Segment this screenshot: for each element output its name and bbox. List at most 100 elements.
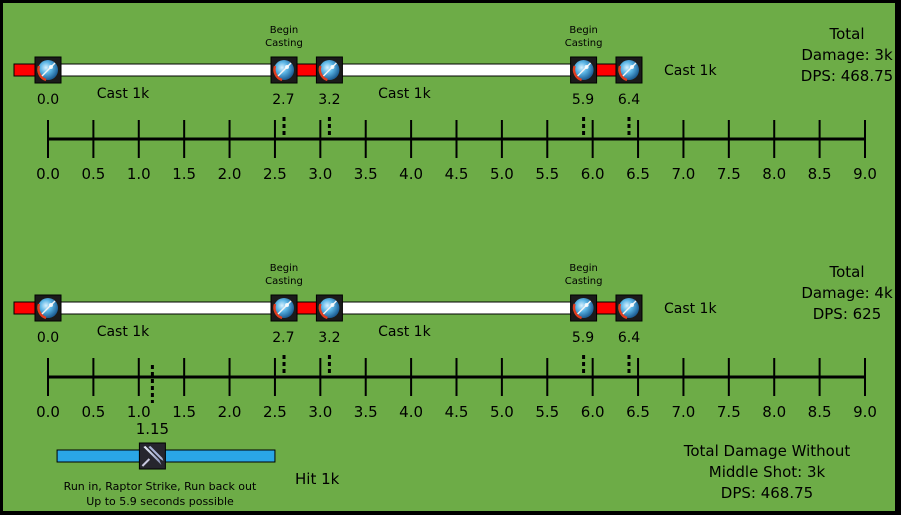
axis-tick-label: 7.0 xyxy=(672,165,696,183)
axis-tick-label: 3.5 xyxy=(354,403,378,421)
aimed-shot-icon xyxy=(270,294,298,322)
icon-arrow xyxy=(622,62,637,77)
icon-arrow xyxy=(277,300,292,315)
axis-tick-label: 7.5 xyxy=(717,165,741,183)
aimed-shot-icon xyxy=(615,294,643,322)
cast-label: Cast 1k xyxy=(664,63,717,79)
icon-arrow xyxy=(322,300,337,315)
axis-tick-label: 1.5 xyxy=(172,165,196,183)
axis-tick-label: 1.5 xyxy=(172,403,196,421)
begin-casting-label: Casting xyxy=(265,276,303,287)
icon-glint xyxy=(330,303,335,307)
cast-bar xyxy=(328,301,585,315)
raptor-marker-label: 1.15 xyxy=(136,420,169,438)
raptor-strike-icon xyxy=(138,442,166,470)
raptor-bar xyxy=(56,449,276,463)
begin-casting-label: Begin xyxy=(270,263,298,274)
cast-label: Cast 1k xyxy=(378,324,431,340)
summary-line: Damage: 3k xyxy=(801,46,893,64)
icon-bow xyxy=(37,65,47,82)
begin-casting-label: Begin xyxy=(270,25,298,36)
icon-glint xyxy=(629,303,634,307)
icon-blade xyxy=(143,446,162,465)
icon-bow xyxy=(318,303,328,320)
cast-label: Cast 1k xyxy=(97,324,150,340)
bottom-summary-line: Middle Shot: 3k xyxy=(709,463,826,481)
aimed-shot-icon xyxy=(570,294,598,322)
aimed-shot-icon xyxy=(315,294,343,322)
axis-tick-label: 0.5 xyxy=(81,403,105,421)
aimed-shot-icon xyxy=(615,56,643,84)
time-label: 2.7 xyxy=(272,92,294,108)
icon-bow xyxy=(273,303,283,320)
time-label: 5.9 xyxy=(572,92,594,108)
time-label: 2.7 xyxy=(272,330,294,346)
cast-bar xyxy=(47,301,285,315)
summary-line: Damage: 4k xyxy=(801,284,893,302)
axis-tick-label: 2.5 xyxy=(263,165,287,183)
icon-bow xyxy=(618,303,628,320)
axis-tick-label: 3.5 xyxy=(354,165,378,183)
icon-hilt xyxy=(141,458,151,467)
icon-arrow xyxy=(622,300,637,315)
aimed-shot-icon xyxy=(270,56,298,84)
cast-bar xyxy=(328,63,585,77)
icon-arrow xyxy=(577,300,592,315)
time-label: 6.4 xyxy=(618,330,640,346)
cast-label: Cast 1k xyxy=(664,301,717,317)
begin-casting-label: Begin xyxy=(569,25,597,36)
cast-label: Cast 1k xyxy=(378,86,431,102)
axis-tick-label: 7.5 xyxy=(717,403,741,421)
icon-arrow xyxy=(322,62,337,77)
axis-tick-label: 4.5 xyxy=(445,403,469,421)
icon-glint xyxy=(285,303,290,307)
axis-tick-label: 2.0 xyxy=(218,165,242,183)
axis-tick-label: 5.0 xyxy=(490,403,514,421)
axis-tick-label: 1.0 xyxy=(127,403,151,421)
icon-glint xyxy=(285,65,290,69)
background-panel xyxy=(3,3,895,511)
cast-label: Cast 1k xyxy=(97,86,150,102)
raptor-caption: Run in, Raptor Strike, Run back out xyxy=(64,480,257,493)
time-label: 6.4 xyxy=(618,92,640,108)
icon-glint xyxy=(584,65,589,69)
axis-tick-label: 5.5 xyxy=(535,403,559,421)
icon-bow xyxy=(37,303,47,320)
icon-glint xyxy=(629,65,634,69)
icon-glint xyxy=(584,303,589,307)
axis-tick-label: 4.0 xyxy=(399,403,423,421)
summary-line: Total xyxy=(828,25,864,43)
time-label: 0.0 xyxy=(37,92,59,108)
icon-bow xyxy=(572,65,583,82)
axis-tick-label: 0.0 xyxy=(36,165,60,183)
axis-tick-label: 6.5 xyxy=(626,165,650,183)
axis-tick-label: 9.0 xyxy=(853,165,877,183)
hit-label: Hit 1k xyxy=(295,470,340,488)
icon-bow xyxy=(273,65,283,82)
axis-tick-label: 7.0 xyxy=(672,403,696,421)
begin-casting-label: Begin xyxy=(569,263,597,274)
axis-tick-label: 6.0 xyxy=(581,165,605,183)
aimed-shot-icon xyxy=(315,56,343,84)
axis-tick-label: 0.5 xyxy=(81,165,105,183)
axis-tick-label: 8.5 xyxy=(808,165,832,183)
axis-tick-label: 4.0 xyxy=(399,165,423,183)
time-label: 5.9 xyxy=(572,330,594,346)
icon-glint xyxy=(330,65,335,69)
icon-bow xyxy=(572,303,583,320)
axis-tick-label: 8.0 xyxy=(762,165,786,183)
icon-arrow xyxy=(41,62,56,77)
bottom-summary-line: Total Damage Without xyxy=(683,442,851,460)
axis-tick-label: 2.0 xyxy=(218,403,242,421)
axis-tick-label: 0.0 xyxy=(36,403,60,421)
summary-line: Total xyxy=(828,263,864,281)
time-label: 3.2 xyxy=(318,92,340,108)
axis-tick-label: 6.5 xyxy=(626,403,650,421)
aimed-shot-icon xyxy=(34,56,62,84)
time-label: 0.0 xyxy=(37,330,59,346)
axis-tick-label: 9.0 xyxy=(853,403,877,421)
axis-tick-label: 8.0 xyxy=(762,403,786,421)
icon-glint xyxy=(49,303,53,307)
